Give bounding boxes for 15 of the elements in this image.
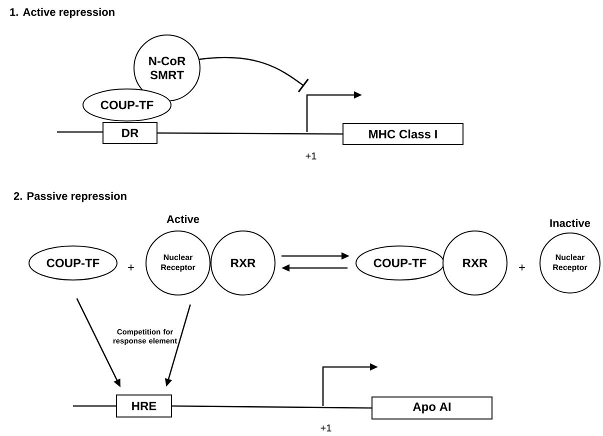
dna-line — [172, 405, 372, 409]
gene-box: DR — [102, 122, 158, 144]
plus-sign: + — [519, 264, 525, 270]
gene-box: MHC Class I — [342, 123, 464, 145]
section-heading: 1. Active repression — [10, 8, 114, 18]
position-label: +1 — [320, 424, 332, 432]
plus-sign: + — [128, 264, 134, 270]
dna-line — [158, 132, 342, 135]
section-heading: 2. Passive repression — [14, 192, 126, 202]
position-label: +1 — [306, 152, 316, 160]
gene-box: HRE — [116, 394, 172, 418]
state-label: Inactive — [550, 218, 590, 227]
inhibition-arrow — [199, 56, 309, 92]
state-label: Active — [166, 214, 200, 224]
gene-box: Apo AI — [372, 396, 492, 420]
